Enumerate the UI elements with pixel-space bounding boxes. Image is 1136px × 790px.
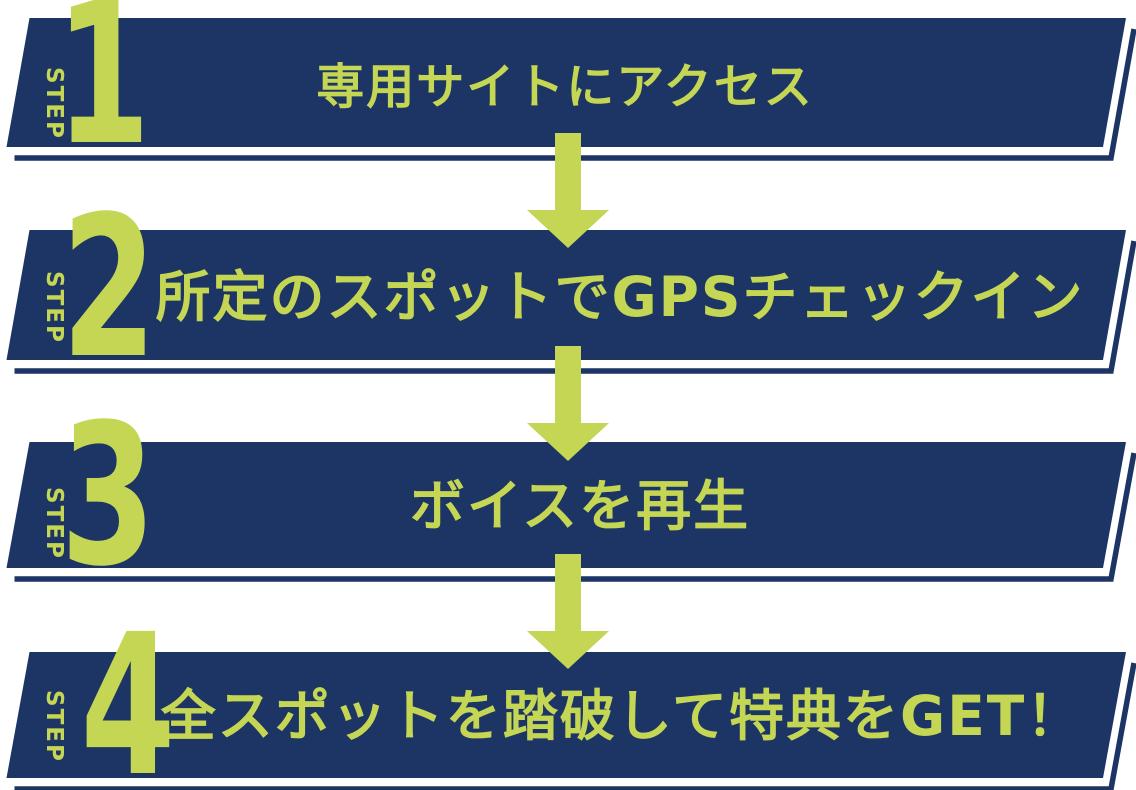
step-2-banner [6,230,1126,360]
step-3-shadow-outline [14,452,1136,582]
step-number-2: 2 [62,174,157,401]
step-word-vertical-3: STEP [41,487,67,560]
step-2-shadow-outline [14,240,1136,374]
step-number-1: 1 [56,0,151,188]
step-word-vertical-2: STEP [41,271,67,344]
down-arrow-icon-1 [527,133,609,248]
step-title-2: 所定のスポットでGPSチェックイン [155,265,1084,329]
step-1-shadow-outline [14,28,1136,161]
step-number-4: 4 [81,592,176,790]
step-word-vertical-4: STEP [41,690,67,763]
step-number-3: 3 [61,382,156,609]
step-4-banner [6,652,1126,778]
step-title-4: 全スポットを踏破して特典をGET！ [160,684,1084,748]
step-word-vertical-1: STEP [41,67,67,140]
step-title-1: 専用サイトにアクセス [316,59,814,115]
step-title-3: ボイスを再生 [410,474,750,538]
step-4-shadow-outline [14,662,1136,790]
down-arrow-icon-2 [527,346,609,461]
step-3-banner [6,442,1126,568]
down-arrow-icon-3 [527,554,609,669]
step-1-banner [6,18,1126,147]
